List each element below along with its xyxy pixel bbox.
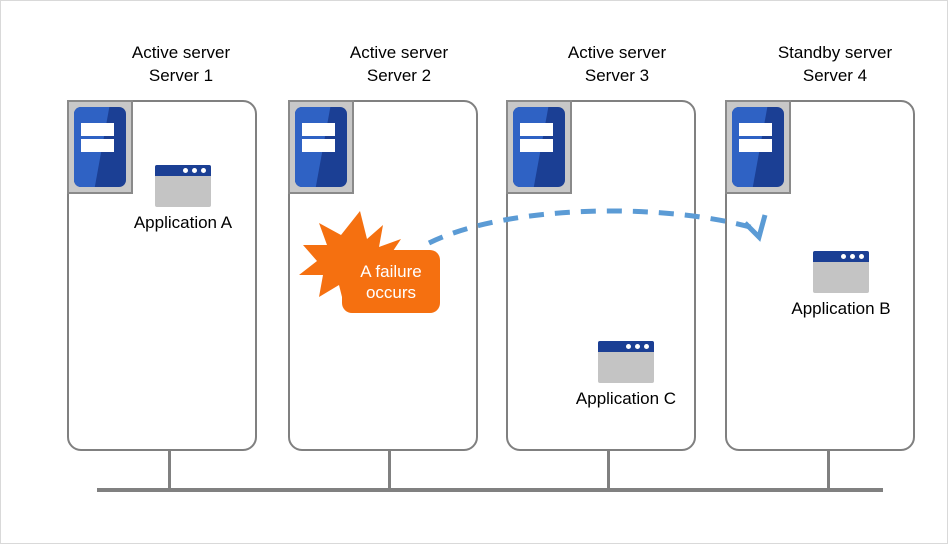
app-window-icon <box>598 341 654 383</box>
app-window-icon <box>155 165 211 207</box>
server-header-3: Active server Server 3 <box>507 41 727 87</box>
server-role-2: Active server <box>349 43 449 62</box>
application-item[interactable]: Application B <box>782 251 900 319</box>
failure-line-1: A failure <box>360 261 422 281</box>
server-rack-icon <box>288 100 354 194</box>
server-header-4: Standby server Server 4 <box>725 41 945 87</box>
server-rack-icon <box>67 100 133 194</box>
application-label: Application B <box>791 299 891 318</box>
network-stub-4 <box>827 451 830 490</box>
failure-line-2: occurs <box>365 282 417 302</box>
application-label: Application A <box>133 213 233 232</box>
server-role-3: Active server <box>567 43 667 62</box>
server-role-4: Standby server <box>777 43 893 62</box>
server-role-1: Active server <box>131 43 231 62</box>
server-name-2: Server 2 <box>366 66 432 85</box>
failure-badge: A failure occurs <box>342 250 440 313</box>
server-name-1: Server 1 <box>148 66 214 85</box>
application-label: Application C <box>575 389 677 408</box>
server-rack-icon <box>506 100 572 194</box>
server-rack-icon <box>725 100 791 194</box>
server-header-2: Active server Server 2 <box>289 41 509 87</box>
application-item[interactable]: Application C <box>567 341 685 409</box>
network-stub-1 <box>168 451 171 490</box>
server-name-3: Server 3 <box>584 66 650 85</box>
application-item[interactable]: Application A <box>124 165 242 233</box>
server-name-4: Server 4 <box>802 66 868 85</box>
server-header-1: Active server Server 1 <box>71 41 291 87</box>
network-stub-3 <box>607 451 610 490</box>
network-bus-icon <box>97 488 883 492</box>
network-stub-2 <box>388 451 391 490</box>
app-window-icon <box>813 251 869 293</box>
